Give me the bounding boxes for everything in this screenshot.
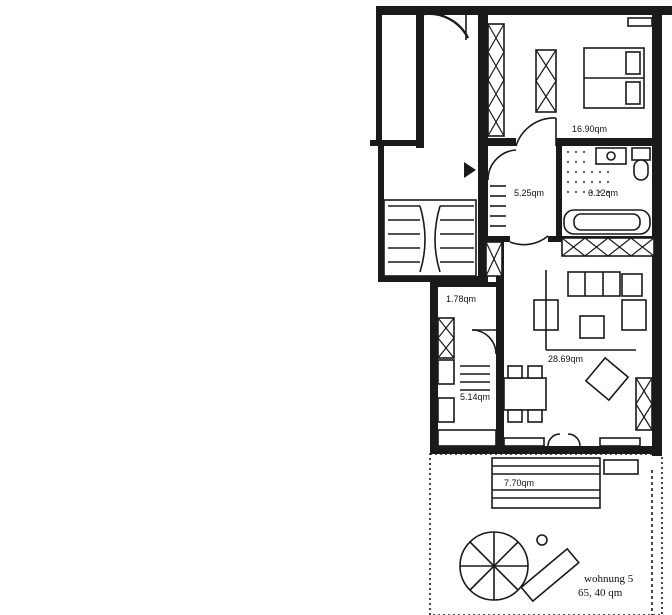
stairwell: [383, 12, 477, 277]
bath-area-label: 6.12qm: [588, 188, 618, 198]
terrace-area-label: 7.70qm: [504, 478, 534, 488]
hall-area-label: 5.25qm: [514, 188, 544, 198]
kitchen-area-label: 5.14qm: [460, 392, 490, 402]
storage-area-label: 1.78qm: [446, 294, 476, 304]
entry-arrow-icon: [464, 162, 476, 178]
hall-details: [487, 149, 549, 246]
kitchen-details: [437, 329, 497, 447]
bedroom-area-label: 16.90qm: [572, 124, 607, 134]
bedroom-furniture: [515, 17, 653, 147]
unit-name: wohnung 5: [584, 573, 634, 585]
living-area-label: 28.69qm: [548, 354, 583, 364]
bracing-marks: [437, 23, 655, 431]
bathroom-fixtures: [563, 147, 651, 235]
unit-total-area: 65, 40 qm: [578, 587, 623, 599]
terrace: [429, 453, 663, 615]
living-furniture: [503, 270, 647, 447]
